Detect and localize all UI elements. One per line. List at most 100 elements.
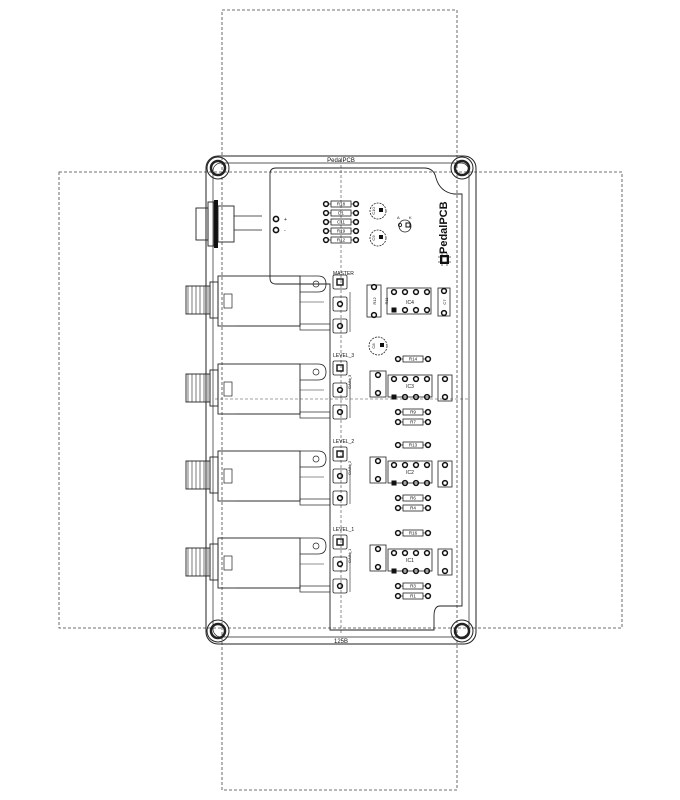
gain-pot-label: GAIN_1 [347, 548, 352, 563]
center-guides [215, 165, 468, 635]
level-pot-label: LEVEL_1 [333, 527, 354, 533]
pad [374, 475, 382, 483]
ic-body [387, 548, 433, 572]
top-resistor-r12: R12 [322, 236, 360, 244]
cap-c7-label: C7 [442, 299, 447, 305]
led-anode-label: A [397, 215, 400, 220]
cap-c10: C10 [369, 202, 387, 220]
pad [424, 494, 432, 502]
pad [423, 567, 431, 575]
pad [401, 479, 409, 487]
master-pot [332, 274, 351, 334]
resistor-r16-label: R16 [409, 531, 418, 536]
pad [336, 386, 344, 394]
top-resistor-d1-label: D1 [338, 211, 344, 216]
pad [394, 355, 402, 363]
pad [423, 288, 431, 296]
pad [391, 307, 397, 313]
channel-sections: LEVEL_3GAIN_3R14IC3R9R7LEVEL_2GAIN_2R13I… [332, 353, 453, 600]
resistor-r13-label: R13 [409, 443, 418, 448]
pad [423, 549, 431, 557]
audio-jack-4 [185, 537, 331, 593]
pad [424, 504, 432, 512]
pad [394, 494, 402, 502]
power-pads [272, 215, 280, 234]
pad [374, 545, 382, 553]
top-resistor-r19: R19 [322, 227, 360, 235]
pad [336, 494, 344, 502]
cap-c9: C9 [369, 229, 387, 247]
ic-body [387, 460, 433, 484]
pad [322, 200, 330, 208]
pad [336, 408, 344, 416]
pad [424, 582, 432, 590]
pad [401, 288, 409, 296]
pad [401, 549, 409, 557]
brand-chip-icon [438, 253, 451, 266]
master-pot-label: MASTER [333, 271, 354, 277]
ic4-r-left: R12 [372, 297, 377, 305]
ic-label: IC3 [406, 384, 414, 390]
resistor-r13: R13 [394, 441, 432, 449]
pad [322, 227, 330, 235]
pad [423, 306, 431, 314]
top-resistor-d1: D1 [322, 209, 360, 217]
pad [423, 479, 431, 487]
pad [374, 371, 382, 379]
pad [412, 288, 420, 296]
pad [412, 567, 420, 575]
pad [370, 311, 378, 319]
pad [394, 408, 402, 416]
power-minus-label: - [284, 228, 286, 234]
resistor-r14-label: R14 [409, 357, 418, 362]
resistor-r7-label: R7 [410, 420, 416, 425]
dc-power-jack [195, 200, 262, 248]
pad [440, 287, 448, 295]
resistor-r9-label: R9 [410, 410, 416, 415]
level-pot [332, 360, 351, 420]
pad [412, 461, 420, 469]
resistor-r6: R6 [394, 494, 432, 502]
cap-c8-label: C8 [371, 343, 376, 349]
pad [322, 218, 330, 226]
pad [390, 375, 398, 383]
resistor-r16: R16 [394, 529, 432, 537]
pad [401, 461, 409, 469]
pad [441, 375, 449, 383]
pad [352, 218, 360, 226]
pad [412, 306, 420, 314]
ic4-pads [370, 283, 448, 319]
led-footprint [397, 219, 412, 233]
resistor-r4-label: R4 [410, 506, 416, 511]
pad [390, 549, 398, 557]
level-pot [332, 446, 351, 506]
pad [412, 375, 420, 383]
pad [441, 393, 449, 401]
cap-c10-label: C10 [371, 207, 376, 215]
film-cap [369, 370, 387, 398]
pad [412, 393, 420, 401]
pad [352, 236, 360, 244]
pad [391, 568, 397, 574]
top-resistor-c11: C11 [322, 218, 360, 226]
enclosure-top-label: PedalPCB [327, 158, 355, 164]
pad [423, 461, 431, 469]
pad [394, 582, 402, 590]
pad [394, 529, 402, 537]
audio-jack-2 [185, 363, 331, 419]
corner-screws [206, 156, 474, 643]
cap-c8: C8 [368, 336, 388, 356]
pad [424, 529, 432, 537]
pad [401, 306, 409, 314]
brand-logo-text: PedalPCB [438, 201, 450, 254]
top-resistor-c11-label: C11 [337, 220, 345, 225]
resistor-r4: R4 [394, 504, 432, 512]
pad [412, 479, 420, 487]
pad [374, 563, 382, 571]
resistor-r14: R14 [394, 355, 432, 363]
pad [391, 394, 397, 400]
